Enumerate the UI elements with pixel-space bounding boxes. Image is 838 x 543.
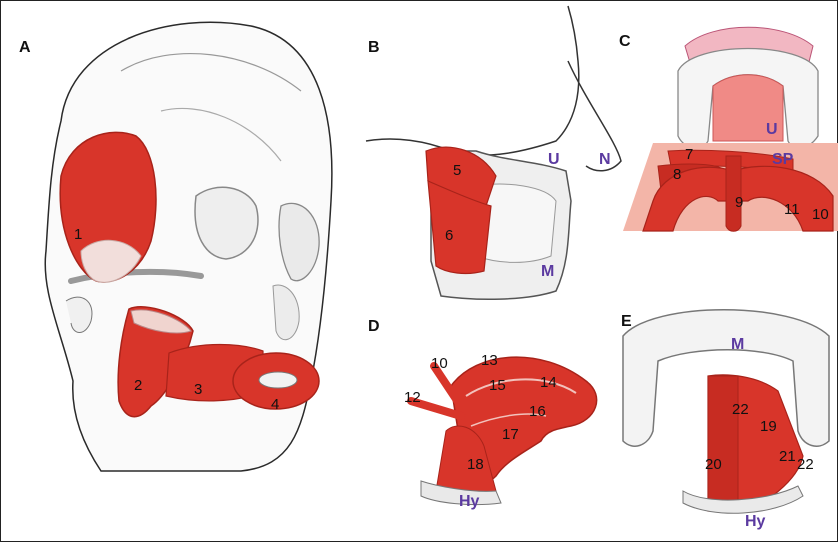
label-5: 5 [453, 162, 461, 179]
label-15: 15 [489, 377, 506, 394]
label-4: 4 [271, 396, 279, 413]
label-21: 21 [779, 448, 796, 465]
panel-d-label: D [368, 318, 380, 336]
marker-sp: SP [772, 151, 793, 169]
label-22-left: 22 [732, 401, 749, 418]
panel-d: D 10 13 12 15 14 16 17 18 Hy [356, 311, 616, 541]
label-16: 16 [529, 403, 546, 420]
label-3: 3 [194, 381, 202, 398]
marker-hy-e: Hy [745, 513, 765, 531]
panel-e-label: E [621, 313, 632, 331]
label-14: 14 [540, 374, 557, 391]
panel-b-drawing [356, 1, 626, 311]
label-6: 6 [445, 227, 453, 244]
panel-c-drawing [613, 1, 838, 241]
label-18: 18 [467, 456, 484, 473]
mouth-opening [259, 372, 297, 388]
panel-b-label: B [368, 39, 380, 57]
marker-u-b: U [548, 151, 560, 169]
label-10-c: 10 [812, 206, 829, 223]
geniohyoid [708, 376, 738, 506]
marker-u-c: U [766, 121, 778, 139]
label-10-d: 10 [431, 355, 448, 372]
label-20: 20 [705, 456, 722, 473]
panel-a-label: A [19, 39, 31, 57]
label-12: 12 [404, 389, 421, 406]
panel-c: C 7 8 9 11 10 U SP [613, 1, 838, 241]
label-11: 11 [784, 201, 800, 218]
panel-e: E 22 19 20 21 22 M Hy [613, 291, 838, 543]
marker-hy-d: Hy [459, 493, 479, 511]
label-19: 19 [760, 418, 777, 435]
label-9: 9 [735, 194, 743, 211]
label-1: 1 [74, 226, 82, 243]
marker-m-b: M [541, 263, 554, 281]
label-2: 2 [134, 377, 142, 394]
face-profile [366, 6, 579, 155]
marker-n: N [599, 151, 611, 169]
label-17: 17 [502, 426, 519, 443]
label-8: 8 [673, 166, 681, 183]
label-22-right: 22 [797, 456, 814, 473]
panel-a: A 1 2 3 4 [1, 1, 341, 501]
marker-m-e: M [731, 336, 744, 354]
panel-b: B 5 6 U N M [356, 1, 626, 311]
panel-c-label: C [619, 33, 631, 51]
label-7: 7 [685, 146, 693, 163]
panel-e-drawing [613, 291, 838, 543]
label-13: 13 [481, 352, 498, 369]
panel-d-drawing [356, 311, 616, 541]
panel-a-drawing [1, 1, 341, 501]
